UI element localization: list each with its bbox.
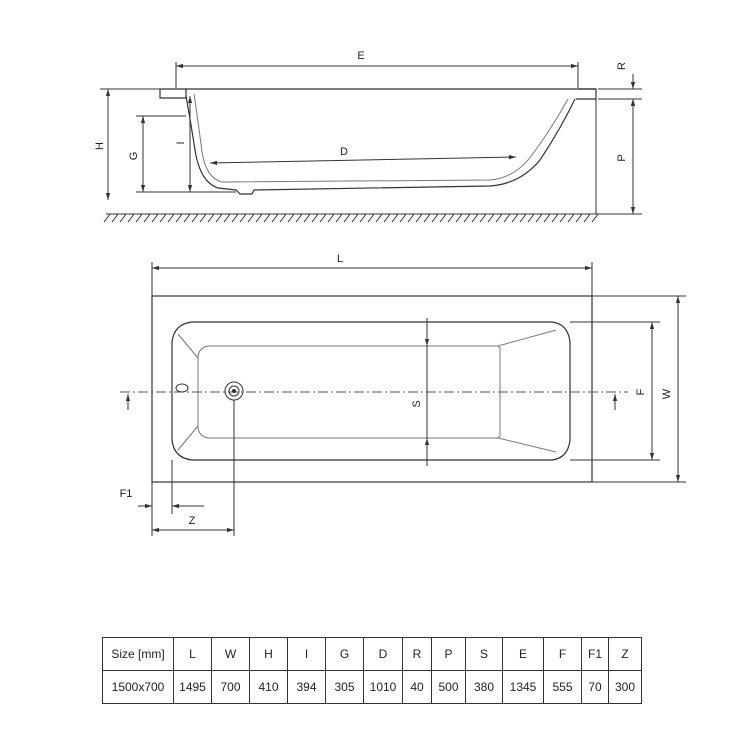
- table-header-cell: Size [mm]: [102, 637, 174, 671]
- dimension-label-h: H: [94, 142, 106, 150]
- dimension-label-i: I: [175, 141, 187, 144]
- table-cell: 410: [249, 670, 288, 704]
- rim-left: [159, 88, 187, 99]
- table-header-cell: D: [363, 637, 403, 671]
- table-header-cell: I: [287, 637, 326, 671]
- dimension-label-g: G: [128, 152, 140, 161]
- tub-body-outline: [185, 95, 576, 195]
- top-view: L S F: [120, 253, 686, 536]
- rim-right: [576, 88, 597, 100]
- table-cell: 40: [402, 670, 432, 704]
- table-header-cell: H: [249, 637, 288, 671]
- table-cell: 1500x700: [102, 670, 174, 704]
- side-view: E R P H G I D: [94, 50, 642, 223]
- outer-rim: [151, 295, 593, 483]
- bottom-panel: [197, 345, 501, 439]
- table-cell: 1010: [363, 670, 403, 704]
- table-header-cell: P: [431, 637, 466, 671]
- table-cell: 70: [581, 670, 609, 704]
- dimension-label-e: E: [357, 50, 364, 62]
- table-cell: 555: [543, 670, 582, 704]
- dimension-label-f: F: [635, 388, 647, 395]
- table-header-cell: F: [543, 637, 582, 671]
- table-cell: 305: [325, 670, 364, 704]
- overflow-icon: [175, 383, 189, 393]
- table-cell: 380: [465, 670, 503, 704]
- dimension-label-p: P: [616, 154, 628, 161]
- table-cell: 394: [287, 670, 326, 704]
- bowl-outline: [171, 321, 571, 461]
- dimension-label-d: D: [340, 146, 348, 158]
- table-header-cell: F1: [581, 637, 609, 671]
- dimension-label-z: Z: [189, 515, 196, 527]
- technical-drawing: E R P H G I D L: [94, 50, 686, 536]
- table-header-cell: R: [402, 637, 432, 671]
- table-cell: 1345: [502, 670, 544, 704]
- dimension-label-f1: F1: [120, 488, 133, 500]
- table-cell: 1495: [173, 670, 212, 704]
- table-row: 1500x700 1495 700 410 394 305 1010 40 50…: [102, 670, 642, 704]
- table-header-cell: G: [325, 637, 364, 671]
- tub-body-inner: [193, 93, 569, 183]
- dimension-label-s: S: [411, 400, 423, 407]
- table-header-cell: L: [173, 637, 212, 671]
- dimension-label-r: R: [616, 62, 628, 70]
- table-header-cell: Z: [608, 637, 642, 671]
- table-header-row: Size [mm] L W H I G D R P S E F F1 Z: [102, 637, 642, 671]
- dimension-label-l: L: [337, 253, 343, 265]
- dimension-label-w: W: [661, 388, 673, 399]
- floor-hatching: [103, 213, 599, 223]
- table-header-cell: W: [211, 637, 250, 671]
- table-header-cell: E: [502, 637, 544, 671]
- table-header-cell: S: [465, 637, 503, 671]
- dimensions-table: Size [mm] L W H I G D R P S E F F1 Z 150…: [102, 637, 642, 704]
- dimension-line-d: [209, 155, 517, 165]
- table-cell: 700: [211, 670, 250, 704]
- table-cell: 500: [431, 670, 466, 704]
- table-cell: 300: [608, 670, 642, 704]
